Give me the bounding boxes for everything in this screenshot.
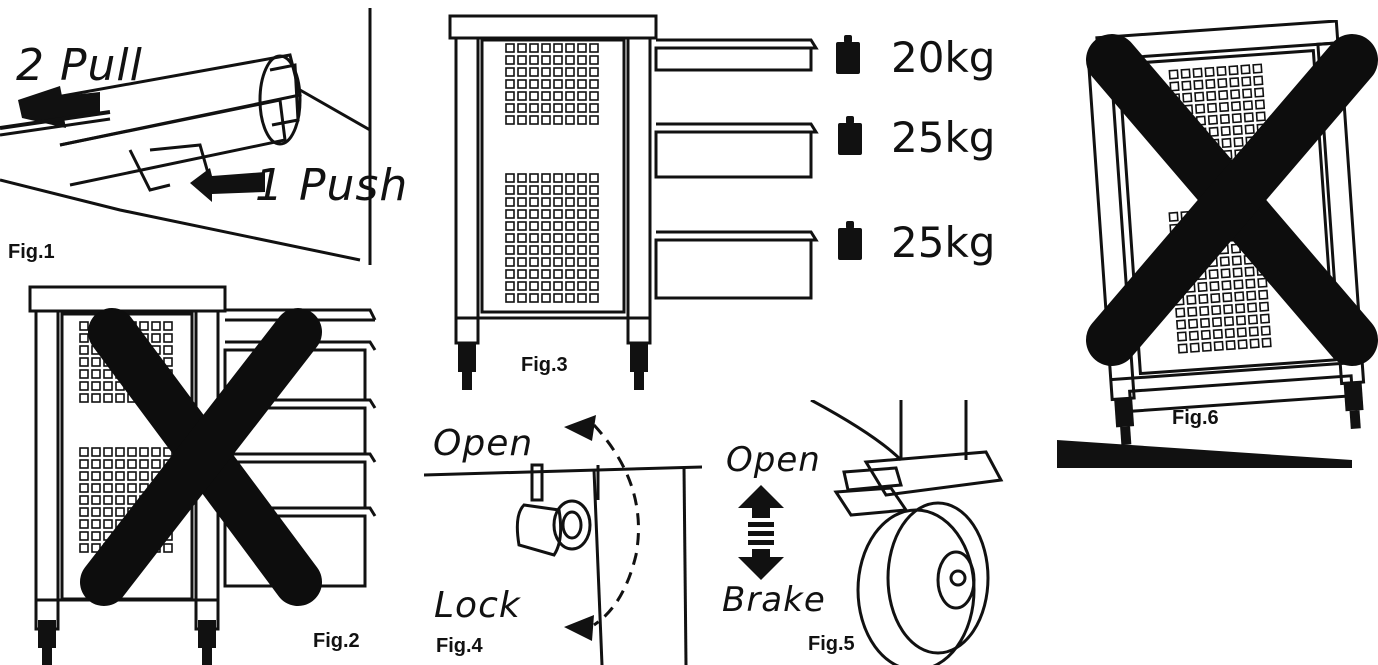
- fig2-caption: Fig.2: [313, 630, 360, 652]
- fig3-load-bottom: 25kg: [891, 218, 996, 267]
- fig3-load-top: 20kg: [891, 33, 996, 82]
- fig3-load-middle: 25kg: [891, 113, 996, 162]
- fig2-drawing: [28, 285, 377, 665]
- fig6-panel: Fig.6: [1052, 20, 1378, 475]
- fig1-caption: Fig.1: [8, 241, 55, 263]
- fig6-cross-icon: [1086, 34, 1378, 366]
- fig3-panel: 20kg 25kg 25kg Fig.3: [426, 0, 1022, 395]
- push-arrow-icon: [190, 168, 265, 202]
- weight-icon-1: [836, 35, 860, 74]
- fig5-caption: Fig.5: [808, 633, 855, 655]
- fig1-push-label: 1 Push: [255, 160, 409, 211]
- fig3-drawing: [448, 14, 862, 390]
- fig5-open-label: Open: [726, 440, 821, 480]
- fig4-open-label: Open: [433, 423, 534, 464]
- weight-icon-3: [838, 221, 862, 260]
- fig2-panel: Fig.2: [0, 282, 408, 665]
- rotate-arrow-icon: [564, 415, 640, 641]
- fig5-drawing: [738, 400, 1004, 665]
- fig4-lock-label: Lock: [434, 585, 521, 626]
- fig6-caption: Fig.6: [1172, 407, 1219, 429]
- fig6-drawing: [1057, 20, 1378, 468]
- sloped-floor: [1057, 440, 1352, 468]
- fig3-caption: Fig.3: [521, 354, 568, 376]
- fig1-drawing: [0, 8, 372, 265]
- fig1-panel: 2 Pull 1 Push Fig.1: [0, 0, 415, 265]
- open-brake-arrow-icon: [738, 485, 784, 580]
- fig4-caption: Fig.4: [436, 635, 483, 657]
- fig4-panel: Open Lock Fig.4: [424, 405, 702, 665]
- fig1-pull-label: 2 Pull: [16, 40, 143, 91]
- weight-icon-2: [838, 116, 862, 155]
- fig5-panel: Open Brake Fig.5: [716, 400, 1012, 665]
- fig2-cross-icon: [80, 308, 322, 606]
- fig5-brake-label: Brake: [722, 580, 826, 620]
- fig4-drawing: [424, 415, 702, 665]
- pull-arrow-icon: [0, 86, 111, 137]
